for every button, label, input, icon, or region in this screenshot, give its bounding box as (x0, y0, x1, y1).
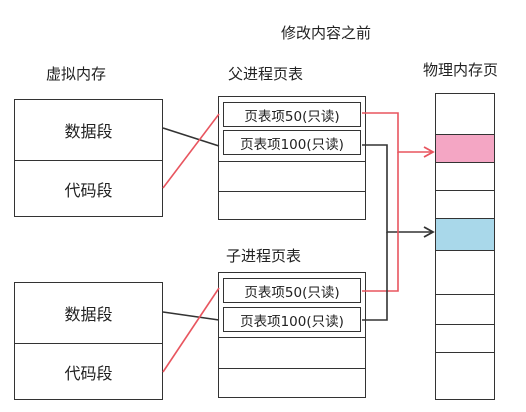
parent-entry50-arrow (362, 112, 435, 158)
child-code-link (162, 287, 220, 373)
parent-code-segment: 代码段 (15, 160, 162, 217)
physical-page (436, 324, 494, 352)
child-entry100-link (362, 232, 388, 321)
parent-pt-row (219, 191, 365, 221)
parent-pt-entry-50: 页表项50(只读) (223, 102, 361, 127)
parent-pt-entry-100: 页表项100(只读) (223, 130, 361, 155)
physical-memory (435, 93, 495, 400)
virtual-memory-label: 虚拟内存 (46, 65, 107, 83)
parent-page-table-label: 父进程页表 (228, 65, 304, 83)
child-data-segment: 数据段 (64, 305, 113, 324)
physical-page (436, 294, 494, 324)
parent-data-segment: 数据段 (64, 122, 113, 141)
physical-memory-label: 物理内存页 (423, 61, 499, 79)
child-virtual-memory: 数据段 代码段 (14, 282, 163, 400)
child-data-link (162, 311, 220, 321)
child-page-table-label: 子进程页表 (226, 247, 302, 265)
child-page-table: 页表项50(只读) 页表项100(只读) (218, 272, 366, 398)
parent-data-link (162, 127, 220, 147)
child-pt-row (219, 368, 365, 399)
child-entry50-link (362, 152, 399, 292)
diagram-title: 修改内容之前 (281, 24, 372, 42)
physical-page (436, 162, 494, 190)
parent-page-table: 页表项50(只读) 页表项100(只读) (218, 96, 366, 220)
physical-page (436, 250, 494, 294)
child-code-segment: 代码段 (15, 343, 162, 400)
child-pt-entry-100: 页表项100(只读) (223, 307, 361, 332)
parent-entry100-arrow (362, 144, 435, 238)
parent-code-link (162, 113, 220, 189)
parent-pt-row (219, 161, 365, 191)
parent-virtual-memory: 数据段 代码段 (14, 99, 163, 217)
physical-page (436, 352, 494, 380)
physical-page-shared-100 (436, 218, 494, 250)
physical-page-shared-50 (436, 134, 494, 162)
child-pt-entry-50: 页表项50(只读) (223, 278, 361, 303)
child-pt-row (219, 337, 365, 368)
physical-page (436, 190, 494, 218)
